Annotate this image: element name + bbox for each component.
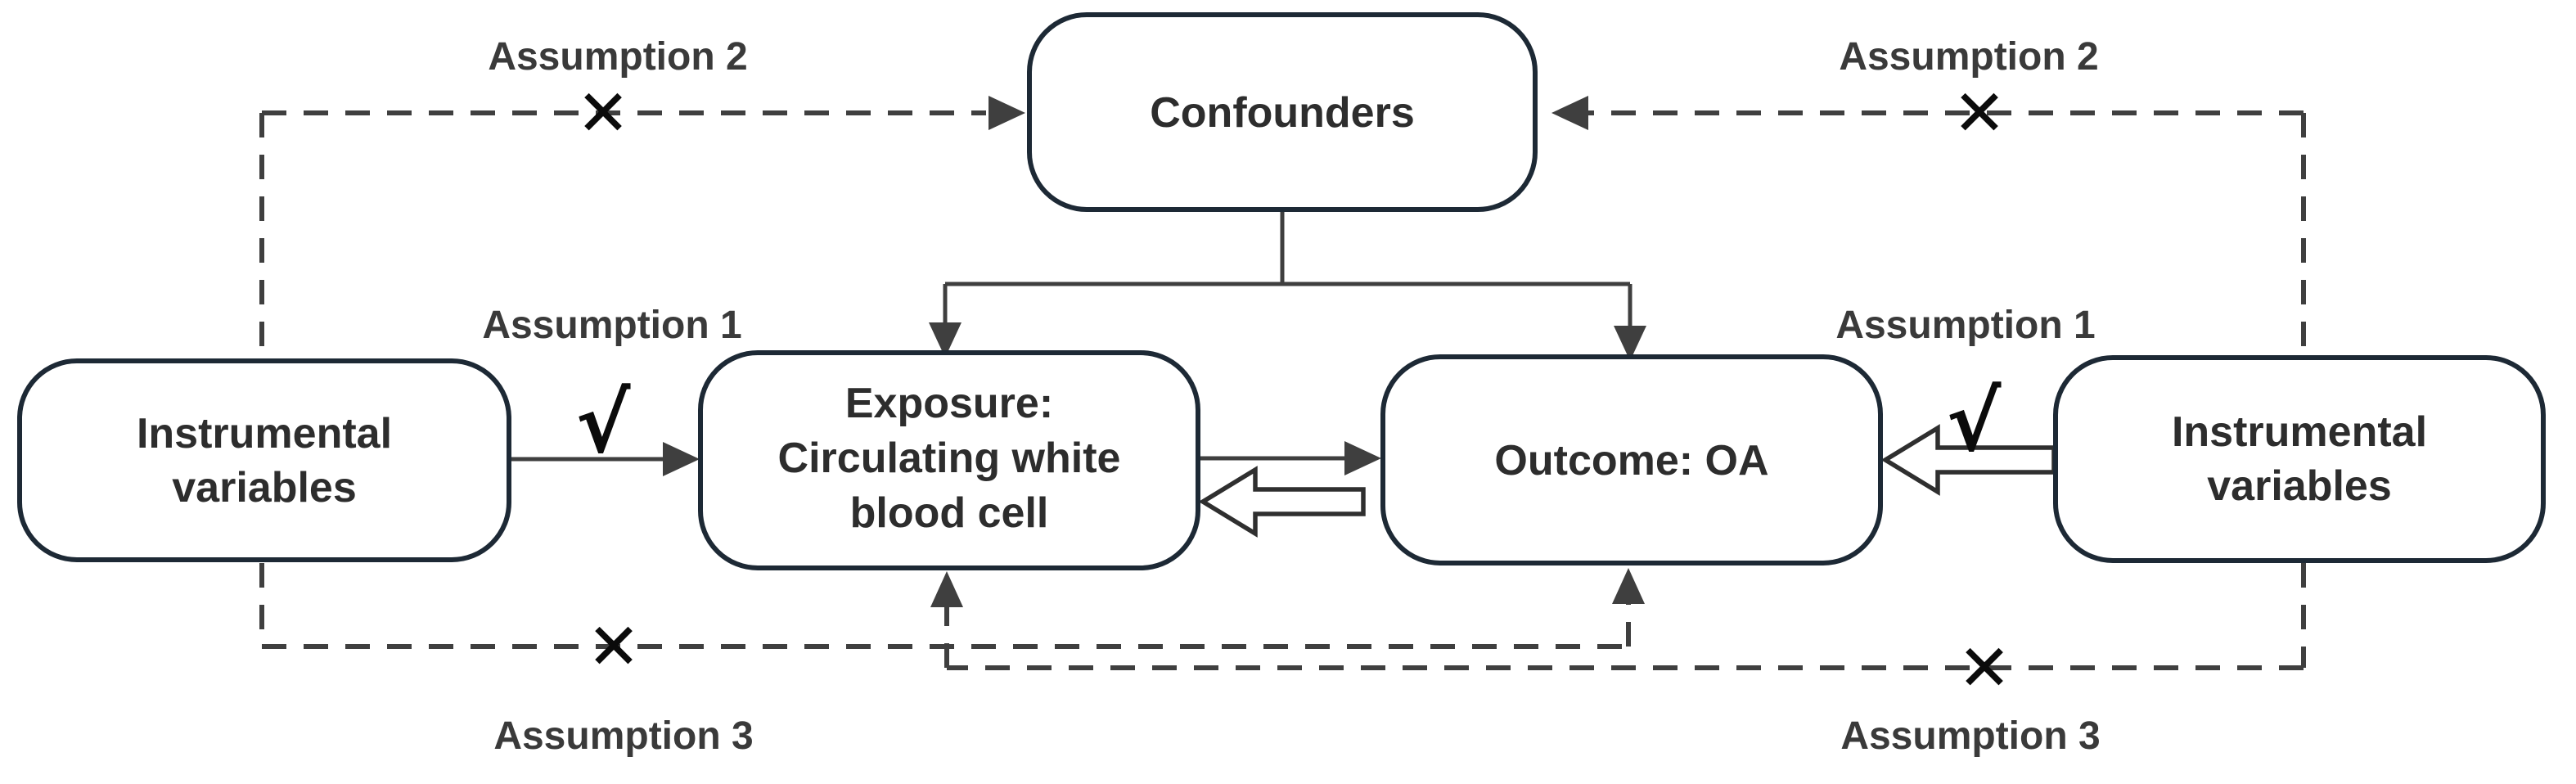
outcome-to-exposure-hollow-arrow-icon xyxy=(1198,466,1366,538)
assumption2-left-arrowhead-icon xyxy=(989,96,1025,130)
assumption2-right-arrowhead-icon xyxy=(1551,96,1588,130)
assumption3-right-arrowhead-icon xyxy=(930,571,963,607)
confounders-to-outcome-arrowhead-icon xyxy=(1614,326,1646,361)
assumption3-right-label: Assumption 3 xyxy=(1840,714,2100,758)
iv-left-label-line2: variables xyxy=(172,464,357,511)
invalid-cross-mark-assumption2-left: ✕ xyxy=(576,77,629,151)
exposure-to-outcome-arrow xyxy=(1200,441,1381,475)
iv-right-label-line1: Instrumental xyxy=(2172,408,2427,456)
iv-left-label-line1: Instrumental xyxy=(137,410,392,457)
iv-left-to-exposure-arrowhead-icon xyxy=(663,442,700,476)
assumption3-left-arrowhead-icon xyxy=(1612,568,1645,604)
assumption1-right-label: Assumption 1 xyxy=(1835,304,2095,347)
invalid-cross-mark-assumption2-right: ✕ xyxy=(1952,77,2006,151)
exposure-label-line3: blood cell xyxy=(850,489,1049,537)
node-outcome xyxy=(1380,354,1883,565)
exposure-label-line1: Exposure: xyxy=(845,380,1053,427)
confounders-label: Confounders xyxy=(1150,89,1415,137)
outcome-label: Outcome: OA xyxy=(1494,437,1768,484)
assumption2-right-label: Assumption 2 xyxy=(1839,35,2098,79)
node-exposure xyxy=(698,350,1200,570)
valid-check-mark-right: √ xyxy=(1947,374,2002,470)
assumption2-right-path xyxy=(1551,96,2306,355)
invalid-cross-mark-assumption3-left: ✕ xyxy=(587,611,640,684)
confounders-to-exposure-arrowhead-icon xyxy=(929,322,961,358)
exposure-label-line2: Circulating white xyxy=(778,435,1121,482)
node-instrumental-variables-right xyxy=(2053,355,2546,563)
confounders-connector xyxy=(929,210,1646,361)
assumption2-left-path xyxy=(259,96,1025,357)
node-instrumental-variables-left xyxy=(17,358,511,562)
invalid-cross-mark-assumption3-right: ✕ xyxy=(1957,632,2011,705)
assumption2-left-label: Assumption 2 xyxy=(488,35,747,79)
valid-check-mark-left: √ xyxy=(576,376,631,471)
exposure-to-outcome-arrowhead-icon xyxy=(1344,441,1381,475)
assumption3-left-label: Assumption 3 xyxy=(493,714,753,758)
iv-right-label-line2: variables xyxy=(2207,462,2392,510)
iv-left-to-exposure-arrow xyxy=(511,442,700,476)
assumption3-right-path xyxy=(930,563,2306,670)
assumption1-left-label: Assumption 1 xyxy=(482,304,741,347)
node-confounders xyxy=(1027,12,1538,212)
